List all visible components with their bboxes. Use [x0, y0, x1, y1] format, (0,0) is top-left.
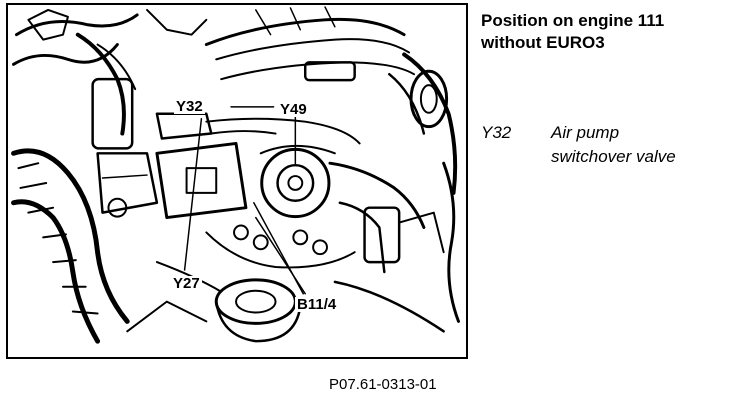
legend-description: Air pump switchover valve	[551, 121, 676, 169]
legend-desc-line-2: switchover valve	[551, 147, 676, 166]
engine-illustration: Y32 Y49 Y27 B11/4	[6, 3, 468, 359]
heading-line-2: without EURO3	[481, 33, 605, 52]
legend-code: Y32	[481, 123, 512, 142]
callout-y49: Y49	[278, 101, 309, 118]
callout-b11-4: B11/4	[295, 296, 339, 313]
heading-line-1: Position on engine 111	[481, 11, 665, 30]
figure-heading: Position on engine 111 without EURO3	[481, 10, 746, 54]
callout-y32: Y32	[174, 98, 205, 115]
engine-line-drawing	[11, 6, 460, 344]
figure-id: P07.61-0313-01	[329, 376, 437, 393]
callout-y27: Y27	[171, 275, 202, 292]
legend-desc-line-1: Air pump	[551, 123, 620, 142]
